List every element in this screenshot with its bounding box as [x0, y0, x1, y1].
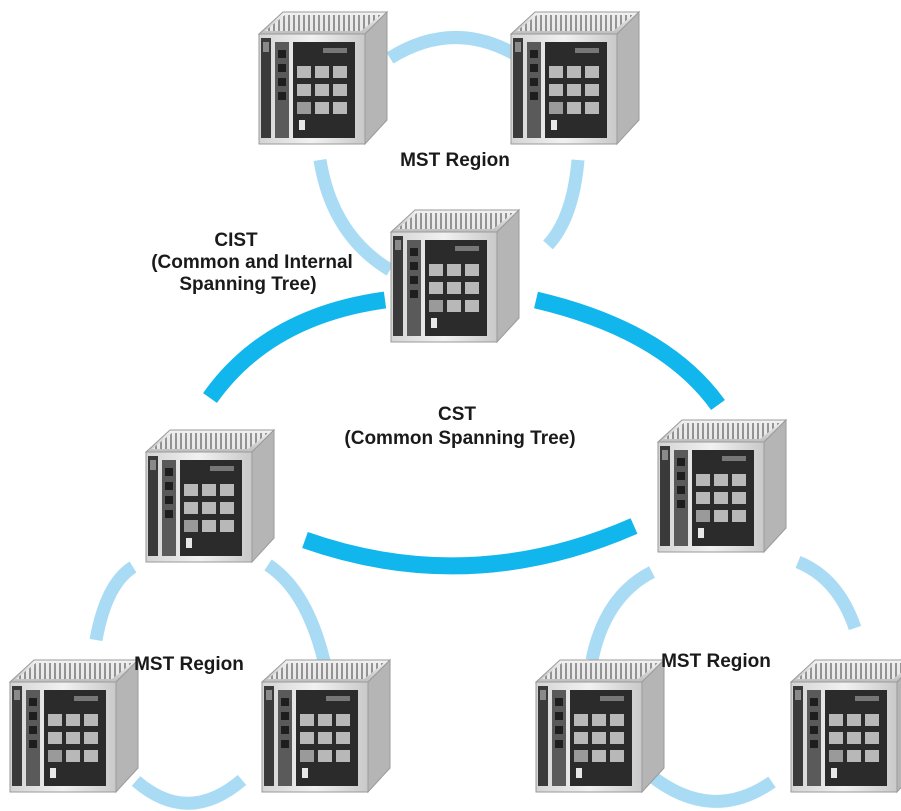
- label-cst-subtitle: (Common Spanning Tree): [344, 428, 575, 449]
- cst-link-left-to-right: [302, 518, 638, 575]
- switch-bottom-right-1-icon: [535, 659, 665, 793]
- label-cist-title: CIST: [214, 230, 258, 251]
- switch-bottom-left-2-icon: [261, 659, 391, 793]
- mst-link-left-top-to-left: [89, 561, 137, 642]
- switch-center-icon: [390, 209, 520, 343]
- mst-link-right-bottom-pair: [645, 769, 776, 808]
- switch-bottom-right-2-icon: [790, 659, 901, 793]
- mst-link-left-bottom-pair: [131, 774, 247, 810]
- label-mst-region-top: MST Region: [400, 150, 510, 171]
- label-cst-title: CST: [438, 404, 476, 425]
- switch-bottom-left-1-icon: [9, 659, 139, 793]
- mst-link-right-top-to-right: [795, 555, 862, 631]
- label-mst-region-left: MST Region: [134, 654, 244, 675]
- label-cist-line2: (Common and Internal: [151, 252, 353, 273]
- label-cist-line3: Spanning Tree): [179, 274, 316, 295]
- mst-link-top-pair: [386, 31, 522, 64]
- mst-link-top-right-to-center: [543, 159, 585, 250]
- switch-middle-right-icon: [657, 419, 787, 553]
- cst-link-center-to-left: [203, 291, 387, 403]
- cst-links: [203, 291, 725, 575]
- label-mst-region-right: MST Region: [661, 651, 771, 672]
- switch-top-left-icon: [258, 11, 388, 145]
- mst-link-top-left-to-center: [313, 158, 394, 276]
- cst-link-center-to-right: [534, 291, 725, 411]
- switch-top-right-icon: [510, 11, 640, 145]
- mst-link-right-top-to-left: [585, 566, 656, 662]
- mst-links-top-region: [313, 31, 585, 276]
- switch-middle-left-icon: [145, 429, 275, 563]
- mst-links-right-region: [585, 555, 862, 808]
